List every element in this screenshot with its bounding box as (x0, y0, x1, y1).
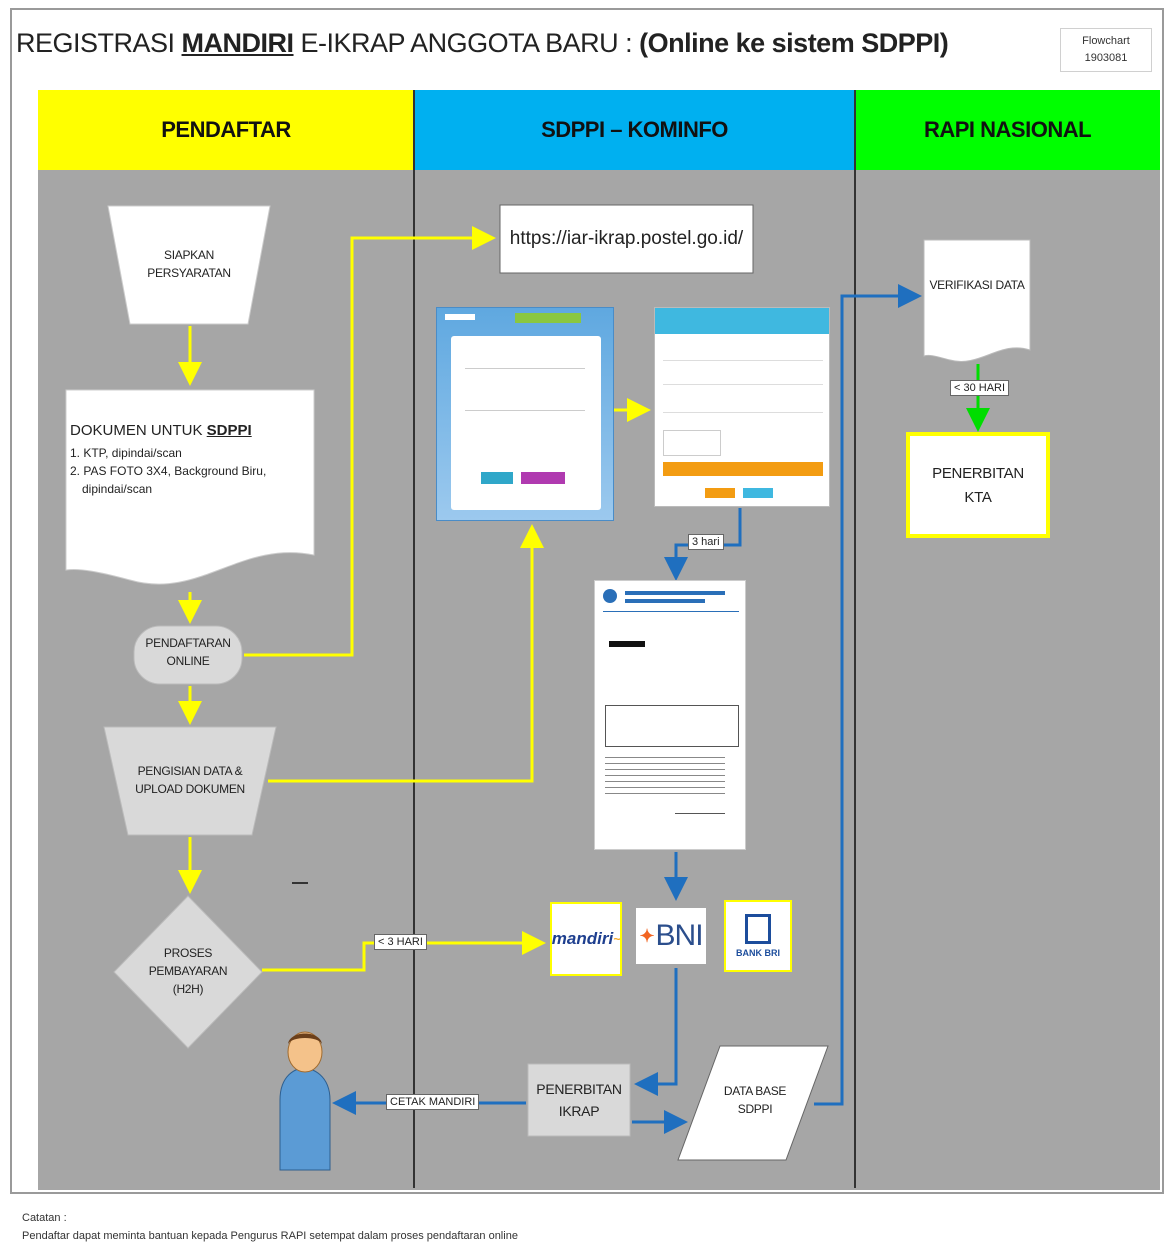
note-text: Pendaftar dapat meminta bantuan kepada P… (22, 1230, 518, 1242)
pengisian-shape (103, 726, 277, 836)
url-box-shape (499, 204, 754, 274)
dokumen-label: DOKUMEN UNTUK SDPPI 1. KTP, dipindai/sca… (70, 422, 267, 496)
arrow-bank-penerbitan (634, 968, 678, 1096)
arrow-pendaftaran-url (244, 226, 496, 657)
arrow-proses-bank (262, 931, 546, 972)
letter-screenshot (594, 580, 746, 850)
flowchart-code: 1903081 (1084, 52, 1128, 64)
dokumen-shape (65, 389, 315, 585)
bank-bri-logo: BANK BRI (724, 900, 792, 972)
tag-3-hari: 3 hari (688, 534, 724, 550)
pendaftaran-shape (133, 625, 243, 685)
pengisian-label: PENGISIAN DATA &UPLOAD DOKUMEN (135, 764, 245, 796)
tag-payment-hari: < 3 HARI (374, 934, 427, 950)
lane-header-pendaftar: PENDAFTAR (38, 90, 414, 170)
arrow-pengisian-login (268, 524, 544, 783)
url-link[interactable]: https://iar-ikrap.postel.go.id/ (509, 228, 744, 249)
siapkan-shape (107, 205, 271, 325)
page-title: REGISTRASI MANDIRI E-IKRAP ANGGOTA BARU … (16, 28, 949, 58)
login-screenshot (436, 307, 614, 521)
letter-logo (603, 589, 617, 603)
form-header (655, 308, 829, 334)
lane-divider-2 (854, 90, 856, 1188)
login-header-badge (515, 313, 581, 323)
verifikasi-label: VERIFIKASI DATA (929, 278, 1025, 292)
lane-header-rapi: RAPI NASIONAL (855, 90, 1160, 170)
database-shape (677, 1045, 829, 1161)
bank-bni-logo: ✦BNI (636, 908, 706, 964)
verifikasi-shape (923, 239, 1031, 362)
lane-divider-1 (413, 90, 415, 1188)
bank-mandiri-logo: mandiri~ (550, 902, 622, 976)
flowchart-id-box: Flowchart 1903081 (1060, 28, 1152, 72)
note-heading: Catatan : (22, 1212, 67, 1224)
lane-header-sdppi: SDPPI – KOMINFO (414, 90, 855, 170)
login-card (451, 336, 601, 510)
user-figure-icon (279, 1031, 331, 1171)
arrow-database-verifikasi (814, 284, 922, 1106)
form-warning-bar (663, 462, 823, 476)
penerbitan-kta-shape (906, 432, 1050, 538)
tag-cetak-mandiri: CETAK MANDIRI (386, 1094, 480, 1110)
form-screenshot (654, 307, 830, 507)
login-logo (445, 314, 475, 320)
proses-shape (113, 895, 263, 1049)
tag-30-hari: < 30 HARI (950, 380, 1010, 396)
penerbitan-ikrap-shape (527, 1063, 631, 1137)
flowchart-label: Flowchart (1082, 35, 1130, 47)
